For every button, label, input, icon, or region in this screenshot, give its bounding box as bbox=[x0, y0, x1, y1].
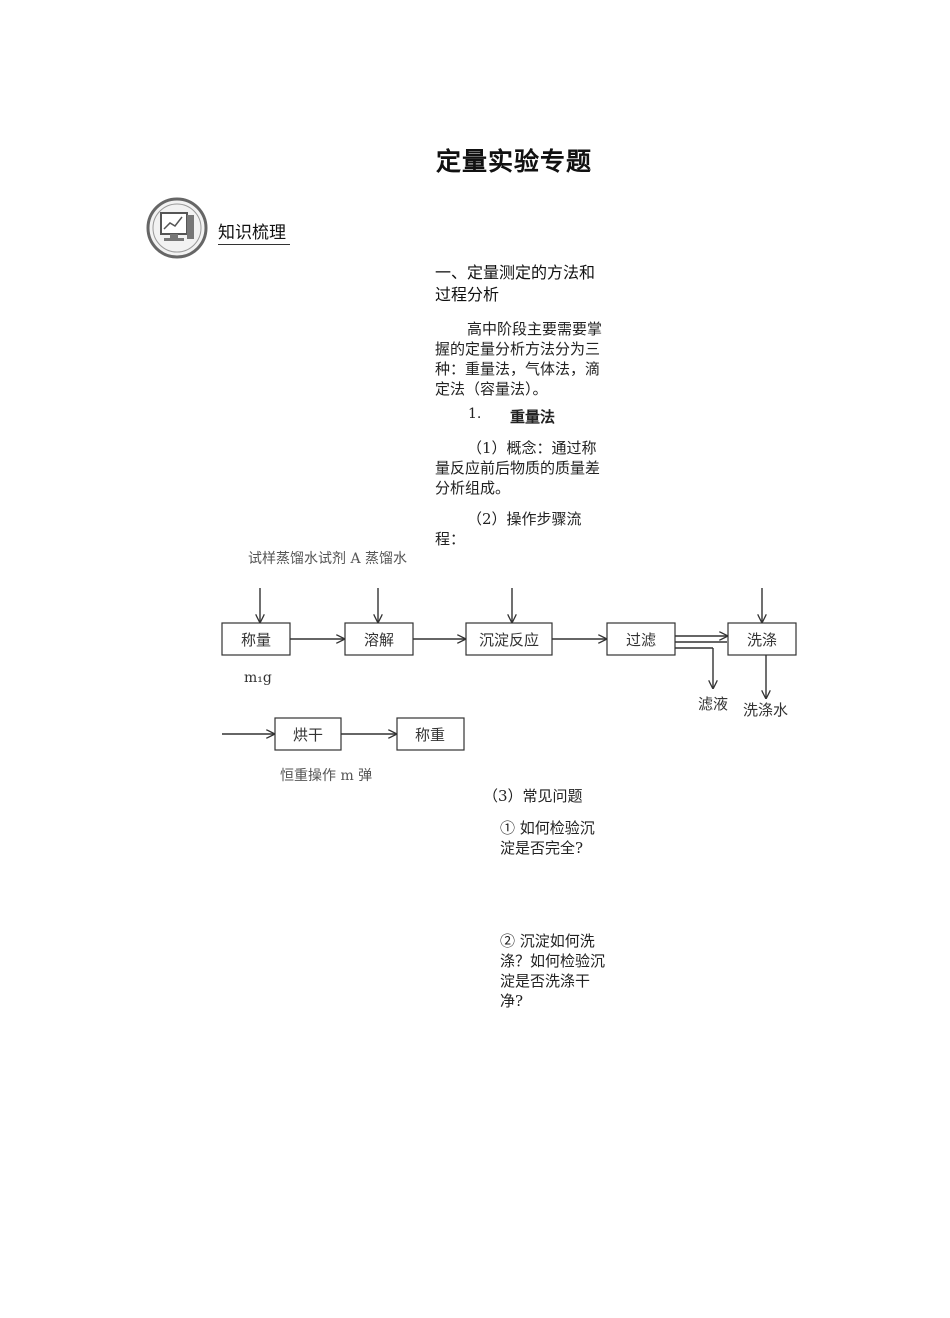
flow-box-weigh: 称量 bbox=[221, 622, 291, 656]
steps-label: （2）操作步骤流程： bbox=[435, 510, 582, 548]
monitor-chart-icon bbox=[146, 197, 208, 259]
flow-box-reweigh: 称重 bbox=[396, 717, 465, 751]
svg-text:过滤: 过滤 bbox=[626, 631, 656, 649]
svg-text:烘干: 烘干 bbox=[293, 726, 323, 744]
concept-paragraph: （1）概念：通过称量反应前后物质的质量差分析组成。 bbox=[435, 439, 601, 497]
section-label: 知识梳理 bbox=[218, 218, 290, 245]
intro-paragraph: 高中阶段主要需要掌握的定量分析方法分为三种：重量法，气体法，滴定法（容量法）。 bbox=[435, 320, 603, 398]
page-title: 定量实验专题 bbox=[436, 147, 593, 176]
svg-text:称重: 称重 bbox=[415, 726, 445, 744]
problems-label: （3）常见问题 bbox=[483, 787, 583, 805]
section-heading: 一、定量测定的方法和过程分析 bbox=[435, 263, 596, 304]
flow-box-dry: 烘干 bbox=[274, 717, 342, 751]
gravimetric-flow-diagram: 试样蒸馏水试剂 A 蒸馏水 称量 溶解 沉淀反应 过滤 洗涤 m₁g 滤液 洗涤… bbox=[221, 551, 797, 783]
mass-m1-label: m₁g bbox=[244, 670, 272, 686]
question-1: ① 如何检验沉淀是否完全? bbox=[500, 819, 595, 857]
flow-top-caption: 试样蒸馏水试剂 A 蒸馏水 bbox=[248, 551, 407, 567]
flow-box-dissolve: 溶解 bbox=[344, 622, 414, 656]
subsection-title: 重量法 bbox=[510, 408, 556, 426]
subsection-number: 1. bbox=[468, 406, 482, 422]
flow-box-precipitation: 沉淀反应 bbox=[465, 622, 553, 656]
svg-text:洗涤: 洗涤 bbox=[747, 631, 777, 649]
question-2: ② 沉淀如何洗涤？如何检验沉淀是否洗涤干净? bbox=[500, 932, 606, 1010]
filtrate-label: 滤液 bbox=[698, 695, 728, 713]
flow-box-filter: 过滤 bbox=[606, 622, 676, 656]
svg-text:沉淀反应: 沉淀反应 bbox=[479, 631, 539, 649]
wash-water-label: 洗涤水 bbox=[743, 701, 788, 719]
flow-bottom-caption: 恒重操作 m 弹 bbox=[280, 768, 372, 783]
svg-text:溶解: 溶解 bbox=[364, 631, 394, 649]
flow-box-wash: 洗涤 bbox=[727, 622, 797, 656]
svg-text:称量: 称量 bbox=[241, 631, 271, 649]
